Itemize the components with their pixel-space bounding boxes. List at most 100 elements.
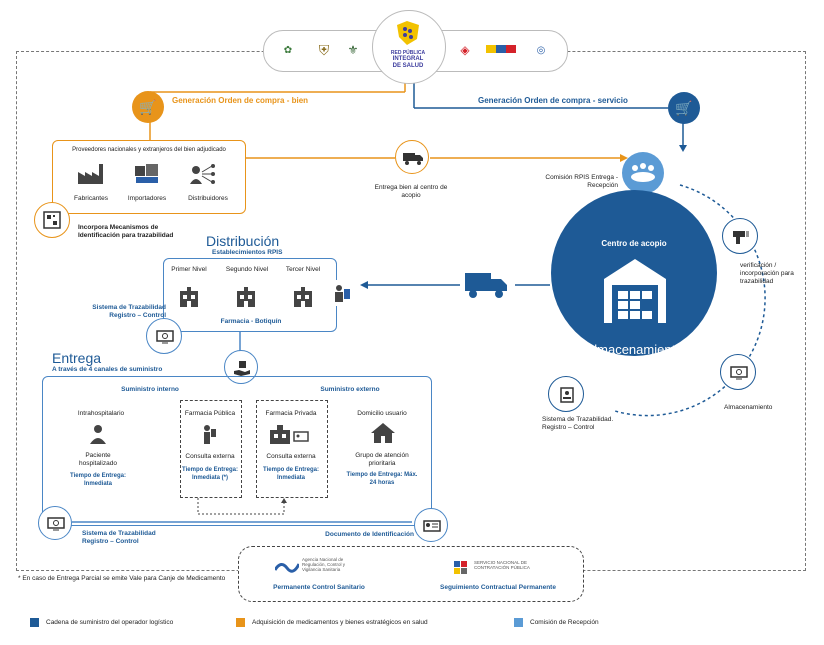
logo-seguro: ◎ <box>536 44 546 56</box>
entrega-subtitle: A través de 4 canales de suministro <box>52 366 163 373</box>
mechanism-text: Incorpora Mecanismos de Identificación p… <box>78 224 174 239</box>
verify-text: verificación / incorporación para trazab… <box>740 262 794 285</box>
distributor-icon <box>186 160 220 188</box>
logo-iess: ◈ <box>460 43 470 57</box>
distribution-trace: Sistema de Trazabilidad Registro – Contr… <box>92 304 166 319</box>
channel-desc: Consulta externa <box>185 453 235 460</box>
cart-icon: 🛒 <box>139 98 157 115</box>
logo-rpis-line3: DE SALUD <box>392 63 424 69</box>
channel-name: Farmacia Pública <box>184 410 236 417</box>
pharmacy-person-icon <box>198 422 222 446</box>
meeting-icon <box>622 152 664 194</box>
logo-rpis-line2: INTEGRAL <box>392 56 424 62</box>
channel-time: Tiempo de Entrega: Inmediata (*) <box>182 467 238 481</box>
rpis-map-icon <box>392 18 424 48</box>
dist-trace-circle <box>146 318 182 354</box>
pharmacy-label: Farmacia - Botiquín <box>220 318 282 325</box>
storage-label: Almacenamiento <box>724 404 773 411</box>
suppliers-box <box>52 140 246 214</box>
pharmacist-icon <box>330 280 354 306</box>
legend-swatch <box>236 618 245 627</box>
external-label: Suministro externo <box>320 386 380 393</box>
commission-text: Comisión RPIS Entrega - Recepción <box>545 174 618 189</box>
qr-circle <box>34 202 70 238</box>
entrega-box <box>42 376 432 526</box>
distribution-subtitle: Establecimientos RPIS <box>212 249 283 256</box>
channel-name: Domicilio usuario <box>357 410 407 417</box>
entrega-trace-text: Sistema de Trazabilidad Registro – Contr… <box>82 530 156 545</box>
logo-police: ⚜ <box>347 43 359 57</box>
delivery-text: Entrega bien al centro de acopio <box>374 184 448 199</box>
legend-label: Comisión de Recepción <box>530 619 599 626</box>
channel-desc: Grupo de atención prioritaria <box>355 452 409 467</box>
logo-ffaa: ⛨ <box>318 41 330 58</box>
distribution-title: Distribución <box>206 233 280 249</box>
legend-label: Cadena de suministro del operador logíst… <box>46 619 174 626</box>
sercop-label: Seguimiento Contractual Permanente <box>440 584 556 591</box>
center-label: Centro de acopio <box>601 239 667 248</box>
order-bien-label: Generación Orden de compra - bien <box>172 96 309 105</box>
hand-circle <box>224 350 258 384</box>
qr-icon <box>34 202 70 238</box>
delivery-truck-icon <box>462 268 512 302</box>
entrega-trace-circle <box>38 506 72 540</box>
level-label: Primer Nivel <box>171 266 207 273</box>
internal-label: Suministro interno <box>121 386 179 393</box>
order-servicio-label: Generación Orden de compra - servicio <box>478 96 628 105</box>
channel-time: Tiempo de Entrega: Inmediata <box>263 467 319 481</box>
cart-icon: 🛒 <box>675 99 693 116</box>
sercop-name: SERVICIO NACIONAL DE CONTRATACIÓN PÚBLIC… <box>474 560 530 570</box>
order-servicio-icon <box>668 92 700 124</box>
order-bien-icon <box>132 91 164 123</box>
channel-time: Tiempo de Entrega: Máx. 24 horas <box>346 472 418 486</box>
hospital-icon <box>174 282 204 312</box>
warehouse-icon <box>600 252 670 328</box>
level-label: Tercer Nivel <box>285 266 321 273</box>
trace-storage-text: Sistema de Trazabilidad. Registro – Cont… <box>542 416 614 431</box>
monitor-sync-icon <box>146 318 183 355</box>
factory-icon <box>74 160 108 188</box>
agencies-box <box>238 546 584 602</box>
document-id-icon <box>548 376 585 413</box>
hospital-icon <box>288 282 318 312</box>
importer-icon <box>130 160 164 188</box>
channel-name: Intrahospitalario <box>77 410 125 417</box>
arcsa-label: Permanente Control Sanitario <box>273 584 365 591</box>
barcode-scanner-icon <box>722 218 759 255</box>
hand-delivery-icon <box>224 350 259 385</box>
level-label: Segundo Nivel <box>225 266 269 273</box>
suppliers-title: Proveedores nacionales y extranjeros del… <box>72 147 226 153</box>
private-pharmacy-box <box>256 400 328 498</box>
arcsa-name: Agencia Nacional de Regulación, Control … <box>302 557 346 572</box>
id-doc-text: Documento de Identificación <box>325 531 414 538</box>
monitor-sync-icon <box>720 354 757 391</box>
patient-icon <box>86 422 110 446</box>
logo-rpis-line1: RED PÚBLICA <box>390 50 426 56</box>
arcsa-logo-icon <box>274 558 300 576</box>
truck-icon <box>395 140 430 175</box>
channel-name: Farmacia Privada <box>265 410 317 417</box>
private-pharmacy-icon <box>266 422 314 446</box>
supplier-label: Fabricantes <box>74 195 108 202</box>
supplier-label: Distribuidores <box>188 195 228 202</box>
channel-desc: Consulta externa <box>266 453 316 460</box>
storage-title: Almacenamiento <box>585 342 683 357</box>
id-doc-circle <box>414 508 448 542</box>
legend-label: Adquisición de medicamentos y bienes est… <box>252 619 428 626</box>
storage-check-circle <box>720 354 756 390</box>
entrega-title: Entrega <box>52 350 102 366</box>
logo-inspi: ✿ <box>283 44 293 56</box>
hospital-icon <box>231 282 261 312</box>
footnote: * En caso de Entrega Parcial se emite Va… <box>18 575 226 582</box>
home-icon <box>368 420 398 446</box>
channel-time: Tiempo de Entrega: Inmediata <box>70 473 126 487</box>
public-pharmacy-box <box>180 400 242 498</box>
sercop-logo-icon <box>450 558 472 576</box>
channel-desc: Paciente hospitalizado <box>79 452 117 467</box>
legend-swatch <box>30 618 39 627</box>
supplier-label: Importadores <box>127 195 167 202</box>
logo-msp <box>485 42 517 56</box>
legend-swatch <box>514 618 523 627</box>
id-card-icon <box>414 508 449 543</box>
